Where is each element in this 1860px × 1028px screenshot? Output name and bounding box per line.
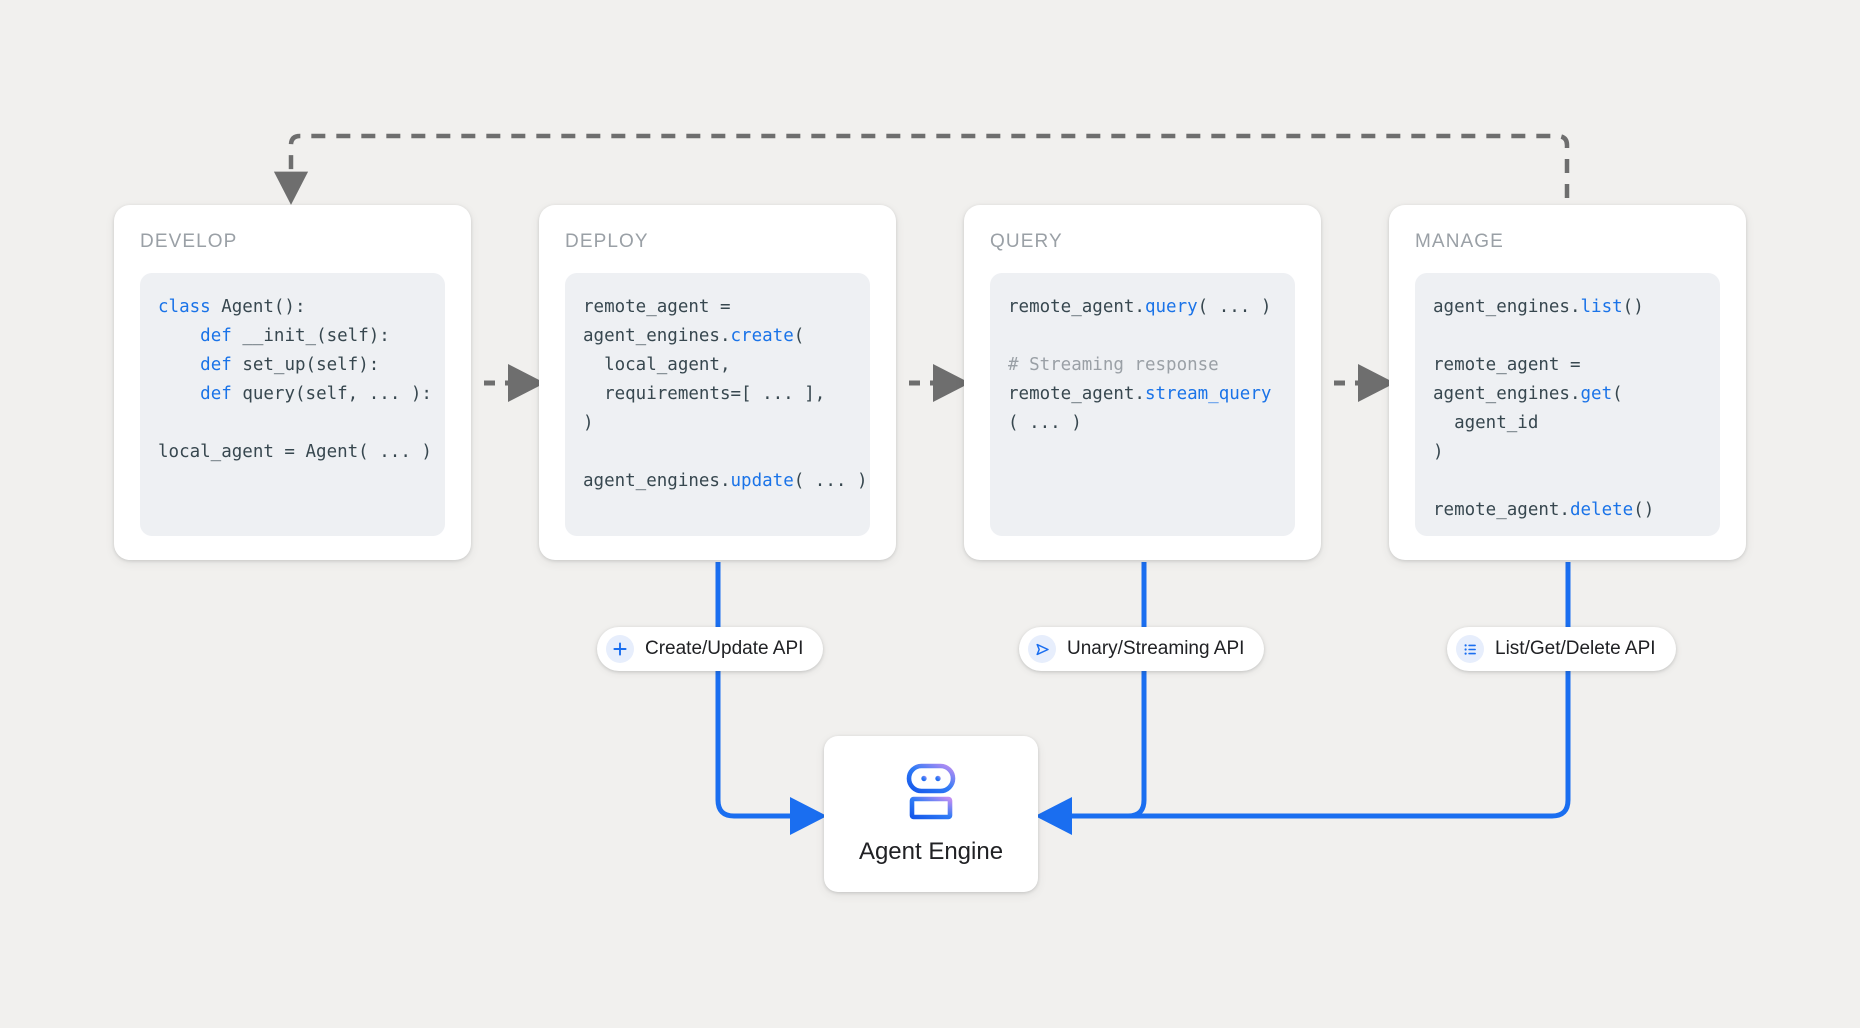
- code-line: agent_engines.create(: [583, 326, 805, 346]
- code-line: def set_up(self):: [200, 355, 380, 375]
- flow-connector-manage: [1056, 562, 1571, 819]
- code-line: agent_engines.list(): [1433, 297, 1644, 317]
- code-line: ): [583, 413, 594, 433]
- stage-title-deploy: DEPLOY: [565, 231, 649, 252]
- send-icon: [1028, 635, 1056, 663]
- code-line: requirements=[ ... ],: [583, 384, 826, 404]
- agent-engine-label: Agent Engine: [858, 837, 1004, 865]
- stage-title-develop: DEVELOP: [140, 231, 238, 252]
- api-pill-label: List/Get/Delete API: [1495, 638, 1656, 659]
- api-pill-create-update[interactable]: Create/Update API: [597, 627, 824, 671]
- code-line: remote_agent.query( ... ): [1008, 297, 1272, 317]
- stage-title-query: QUERY: [990, 231, 1063, 252]
- code-line: ): [1433, 442, 1444, 462]
- flow-connector-deploy: [715, 562, 827, 835]
- code-line: local_agent = Agent( ... ): [158, 442, 432, 462]
- code-block-deploy: remote_agent = agent_engines.create( loc…: [565, 273, 870, 536]
- agent-engine-node[interactable]: Agent Engine: [824, 736, 1038, 892]
- plus-icon: [606, 635, 634, 663]
- code-line: # Streaming response: [1008, 355, 1219, 375]
- code-line: remote_agent.stream_query: [1008, 384, 1272, 404]
- stage-title-manage: MANAGE: [1415, 231, 1504, 252]
- code-line: remote_agent =: [583, 297, 731, 317]
- api-pill-label: Create/Update API: [645, 638, 804, 659]
- stage-card-query[interactable]: QUERY remote_agent.query( ... ) # Stream…: [964, 205, 1321, 560]
- code-block-develop: class Agent(): def __init_(self): def se…: [140, 273, 445, 536]
- robot-icon: [900, 763, 962, 826]
- stage-card-deploy[interactable]: DEPLOY remote_agent = agent_engines.crea…: [539, 205, 896, 560]
- list-icon: [1456, 635, 1484, 663]
- api-pill-unary-streaming[interactable]: Unary/Streaming API: [1019, 627, 1265, 671]
- api-pill-list-get-delete[interactable]: List/Get/Delete API: [1447, 627, 1676, 671]
- feedback-dashed-connector: [273, 133, 1570, 205]
- code-line: def query(self, ... ):: [200, 384, 432, 404]
- code-line: remote_agent =: [1433, 355, 1581, 375]
- code-line: remote_agent.delete(): [1433, 500, 1655, 520]
- code-line: ( ... ): [1008, 413, 1082, 433]
- code-line: local_agent,: [583, 355, 731, 375]
- code-line: agent_engines.get(: [1433, 384, 1623, 404]
- stage-card-manage[interactable]: MANAGE agent_engines.list() remote_agent…: [1389, 205, 1746, 560]
- code-block-query: remote_agent.query( ... ) # Streaming re…: [990, 273, 1295, 536]
- flow-connector-query: [1035, 562, 1147, 835]
- code-line: class Agent():: [158, 297, 306, 317]
- api-pill-label: Unary/Streaming API: [1067, 638, 1245, 659]
- code-block-manage: agent_engines.list() remote_agent = agen…: [1415, 273, 1720, 536]
- code-line: def __init_(self):: [200, 326, 390, 346]
- code-line: agent_engines.update( ... ): [583, 471, 868, 491]
- code-line: agent_id: [1433, 413, 1539, 433]
- stage-card-develop[interactable]: DEVELOP class Agent(): def __init_(self)…: [114, 205, 471, 560]
